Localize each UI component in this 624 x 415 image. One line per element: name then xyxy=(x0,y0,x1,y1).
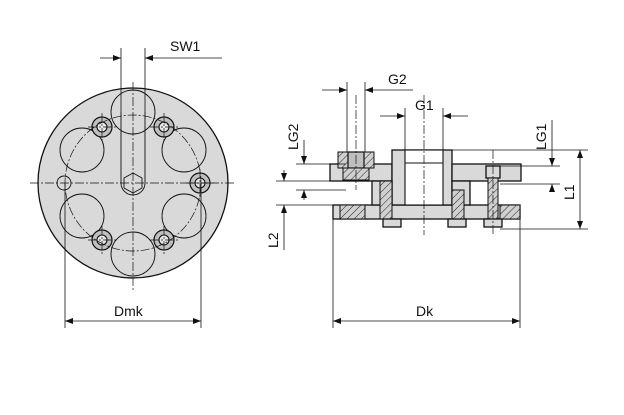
label-l2: L2 xyxy=(265,232,281,248)
dimension-g1: G1 xyxy=(380,97,468,150)
label-lg2: LG2 xyxy=(285,123,301,150)
label-lg1: LG1 xyxy=(533,123,549,150)
section-view: G2 G1 LG2 xyxy=(265,71,588,328)
dimension-l2: L2 xyxy=(265,170,333,250)
label-g2: G2 xyxy=(388,71,407,87)
section-hatch-base-right xyxy=(499,204,521,220)
label-sw1: SW1 xyxy=(170,38,201,54)
section-hatch-right xyxy=(451,189,465,220)
dimension-l1: L1 xyxy=(452,149,588,230)
dimension-lg1: LG1 xyxy=(500,120,560,192)
dimension-g2: G2 xyxy=(322,71,413,152)
dimension-sw1: SW1 xyxy=(100,38,222,112)
section-hatch-base-left xyxy=(339,204,366,220)
dimension-dk: Dk xyxy=(332,219,521,328)
section-hatch-left xyxy=(379,180,393,220)
label-g1: G1 xyxy=(415,97,434,113)
front-view: SW1 Dmk xyxy=(30,38,236,328)
label-dmk: Dmk xyxy=(114,303,144,319)
dimension-lg2: LG2 xyxy=(285,123,346,200)
dimension-dmk: Dmk xyxy=(64,183,202,328)
label-l1: L1 xyxy=(561,184,577,200)
label-dk: Dk xyxy=(416,303,434,319)
